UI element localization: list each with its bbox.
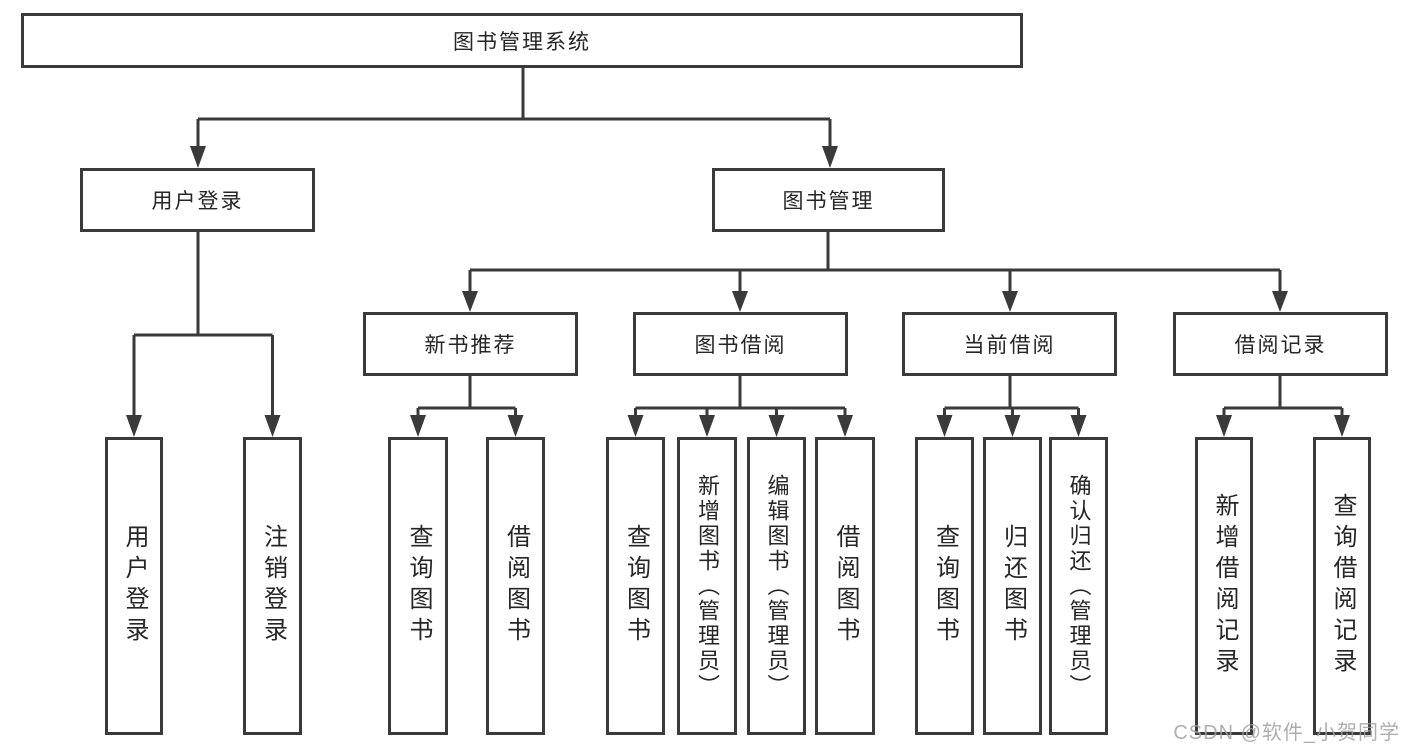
node-book-borrowing: 图书借阅 [633,312,848,376]
leaf-query-borrow-record: 查询借阅记录 [1313,437,1371,735]
leaf-add-books-admin: 新增图书（管理员） [677,437,737,735]
leaf-edit-books-admin: 编辑图书（管理员） [747,437,806,735]
leaf-logout: 注销登录 [243,437,302,735]
leaf-user-login: 用户登录 [105,437,163,735]
node-new-book-recommendation: 新书推荐 [363,312,578,376]
arrowheads [126,146,1350,437]
node-user-login: 用户登录 [80,168,315,232]
leaf-borrow-books-2: 借阅图书 [815,437,875,735]
node-borrowing-records: 借阅记录 [1173,312,1388,376]
leaf-confirm-return-admin: 确认归还（管理员） [1049,437,1108,735]
leaf-return-books: 归还图书 [983,437,1042,735]
node-book-management: 图书管理 [712,168,945,232]
node-library-management-system: 图书管理系统 [21,13,1023,68]
node-current-borrowing: 当前借阅 [902,312,1117,376]
leaf-query-books-2: 查询图书 [606,437,665,735]
leaf-query-books-1: 查询图书 [388,437,448,735]
leaf-add-borrow-record: 新增借阅记录 [1195,437,1253,735]
leaf-borrow-books-1: 借阅图书 [486,437,545,735]
leaf-query-books-3: 查询图书 [915,437,974,735]
csdn-watermark: CSDN @软件_小贺同学 [1173,722,1400,744]
